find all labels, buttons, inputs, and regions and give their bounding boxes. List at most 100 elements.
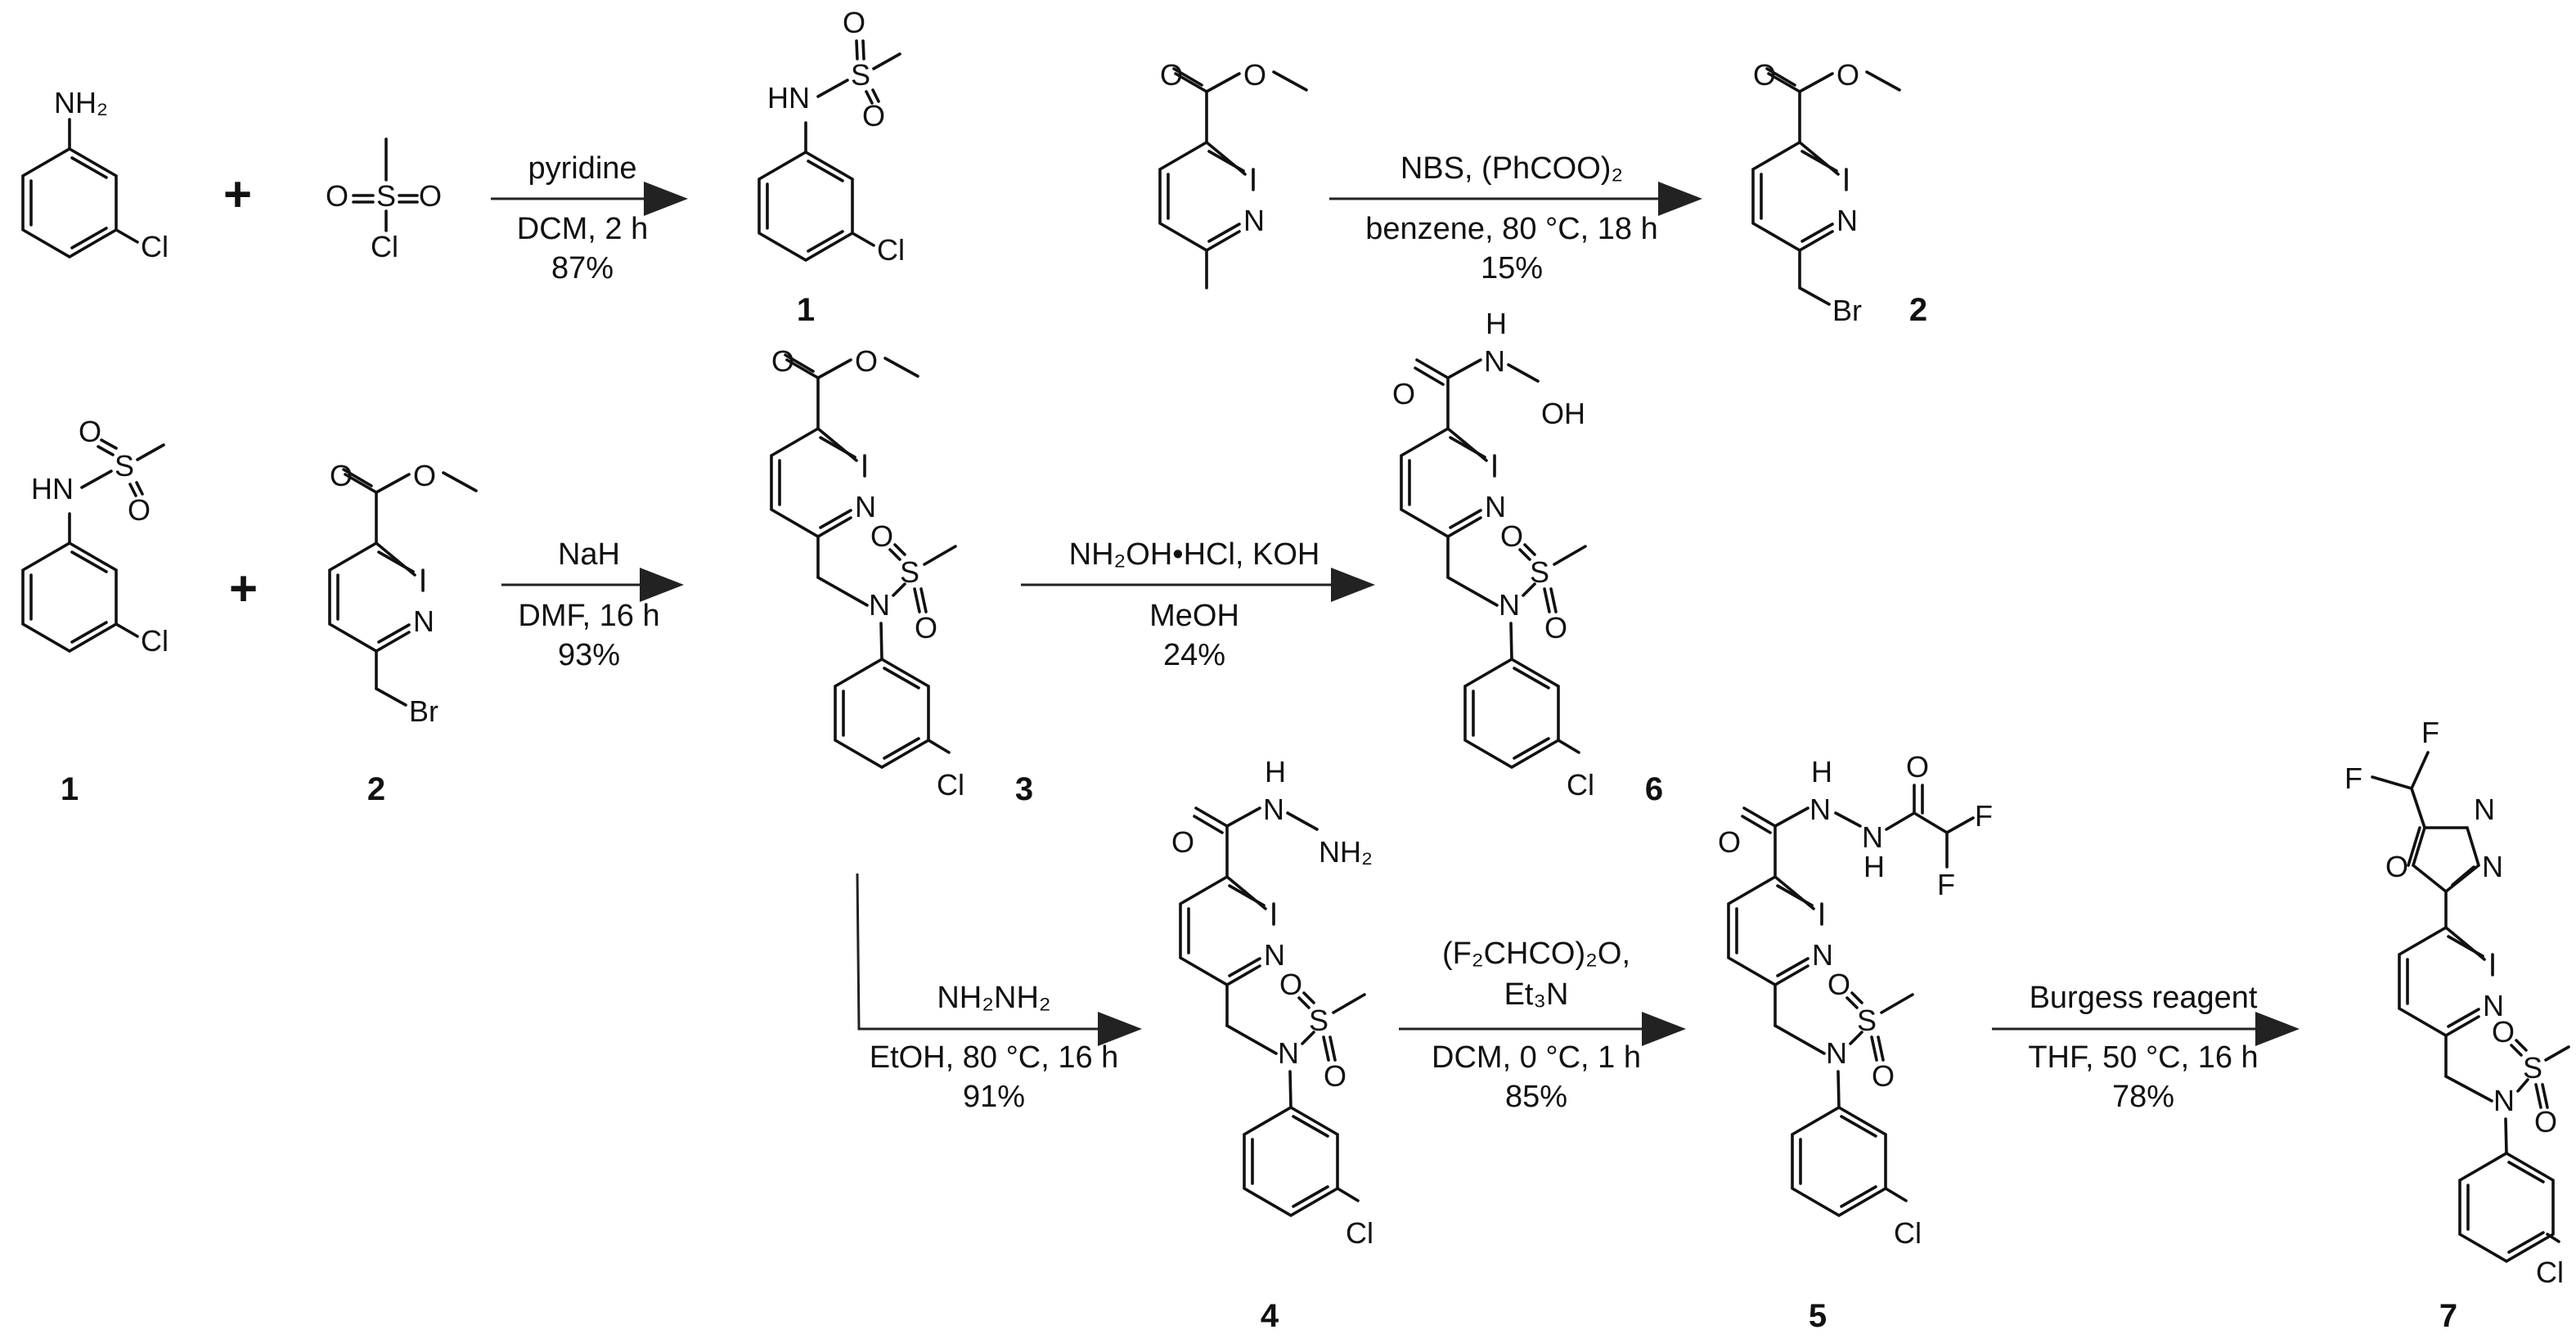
atom-label: O [2385,850,2408,883]
atom-label: O [2492,1015,2515,1049]
compound-number: 2 [367,771,385,807]
atom-label: O [915,611,937,645]
atom-label: O [128,493,151,527]
atom-label: N [869,588,890,622]
atom-label: S [1530,555,1549,589]
atom-label: F [2421,716,2439,749]
product-compound-7: O N N F F N N S O O Cl [2344,716,2570,1289]
reaction-arrow-7: Burgess reagent THF, 50 °C, 16 h 78% [1992,981,2300,1114]
atom-label: Cl [141,230,169,263]
atom-label: O [79,415,101,448]
compound-number: 3 [1015,771,1033,807]
atom-label: H [1486,307,1507,340]
reagent-label: NaH [558,537,620,572]
compound-number: 7 [2439,1298,2457,1334]
yield-label: 91% [963,1080,1025,1114]
yield-label: 85% [1505,1080,1567,1114]
reagent-label: NH₂NH₂ [937,981,1050,1015]
atom-label: O [326,179,348,213]
atom-label: N [1809,793,1831,826]
atom-label: HN [31,472,74,505]
atom-label: O [1753,58,1776,92]
atom-label: N [1484,344,1505,378]
atom-label: F [1937,868,1955,901]
condition-label: DCM, 2 h [517,212,648,246]
reagent-label: Burgess reagent [2030,981,2258,1015]
atom-label: Cl [141,624,169,658]
atom-label: O [419,179,442,213]
atom-label: OH [1541,397,1585,430]
atom-label: N [2483,989,2504,1022]
atom-label: S [900,555,919,589]
condition-label: DMF, 16 h [518,599,659,633]
atom-label: O [2534,1105,2557,1139]
atom-label: N [855,490,876,523]
compound-number: 5 [1809,1298,1827,1334]
atom-label: O [1718,825,1741,859]
atom-label: N [2482,850,2503,883]
compound-number: 4 [1261,1298,1279,1334]
atom-label: O [1243,58,1266,92]
product-compound-5: O N H N H O F F N N S O O Cl [1718,750,1993,1250]
atom-label: Cl [371,230,398,263]
yield-label: 87% [551,251,614,285]
reaction-arrow-3: NaH DMF, 16 h 93% [501,537,684,672]
atom-label: HN [767,81,810,115]
atom-label: O [771,344,794,378]
yield-label: 93% [558,638,620,672]
reagent-label: NH₂OH•HCl, KOH [1069,537,1320,572]
reagent-label: Et₃N [1504,977,1569,1012]
atom-label: H [1265,755,1286,788]
product-compound-6: O N H OH N N S O O Cl [1392,307,1594,802]
atom-label: Br [409,694,438,728]
atom-label: Cl [2536,1255,2564,1289]
atom-label: S [2523,1051,2542,1085]
reaction-arrow-4: NH₂OH•HCl, KOH MeOH 24% [1021,537,1375,672]
reaction-arrow-1: pyridine DCM, 2 h 87% [491,151,688,285]
atom-label: F [1975,799,1993,833]
atom-label: S [851,58,870,92]
reactant-methyl-6-methylnicotinate: O O N [1158,58,1308,290]
product-compound-1: HN S O O Cl [758,6,905,267]
atom-label: O [1544,611,1567,645]
reactant-compound-1: HN S O O Cl [21,415,169,658]
atom-label: N [1826,1036,1847,1070]
atom-label: H [1811,755,1832,788]
atom-label: Br [1832,294,1862,327]
atom-label: N [2474,793,2495,826]
atom-label: O [1279,968,1302,1001]
condition-label: benzene, 80 °C, 18 h [1365,212,1657,246]
yield-label: 78% [2112,1080,2174,1114]
atom-label: O [1171,825,1194,859]
atom-label: O [855,344,878,378]
condition-label: EtOH, 80 °C, 16 h [870,1040,1119,1075]
atom-label: O [843,6,865,39]
atom-label: O [413,459,436,492]
atom-label: F [2344,761,2362,795]
atom-label: O [1160,58,1183,92]
atom-label: N [413,604,434,638]
compound-number: 1 [797,292,815,328]
atom-label: H [1863,850,1885,883]
atom-label: O [1872,1059,1895,1093]
atom-label: O [1500,519,1523,553]
atom-label: Cl [877,233,905,267]
atom-label: N [1264,938,1285,972]
atom-label: NH₂ [1319,835,1373,869]
reagent-label: (F₂CHCO)₂O, [1442,937,1630,971]
compound-number: 2 [1909,292,1927,328]
plus-sign: + [229,561,258,616]
reaction-arrow-5: NH₂NH₂ EtOH, 80 °C, 16 h 91% [856,873,1142,1114]
reagent-label: pyridine [528,151,636,186]
compound-number: 6 [1645,771,1663,807]
reactant-compound-2: O O N Br [328,459,478,728]
atom-label: O [1836,58,1859,92]
reactant-3-chloroaniline: NH₂ Cl [21,86,169,263]
atom-label: S [115,449,134,483]
atom-label: Cl [1894,1216,1922,1250]
condition-label: MeOH [1149,599,1239,633]
product-compound-3: O O N N S O O Cl [770,344,964,802]
atom-label: N [2493,1084,2515,1117]
atom-label: O [862,99,885,133]
